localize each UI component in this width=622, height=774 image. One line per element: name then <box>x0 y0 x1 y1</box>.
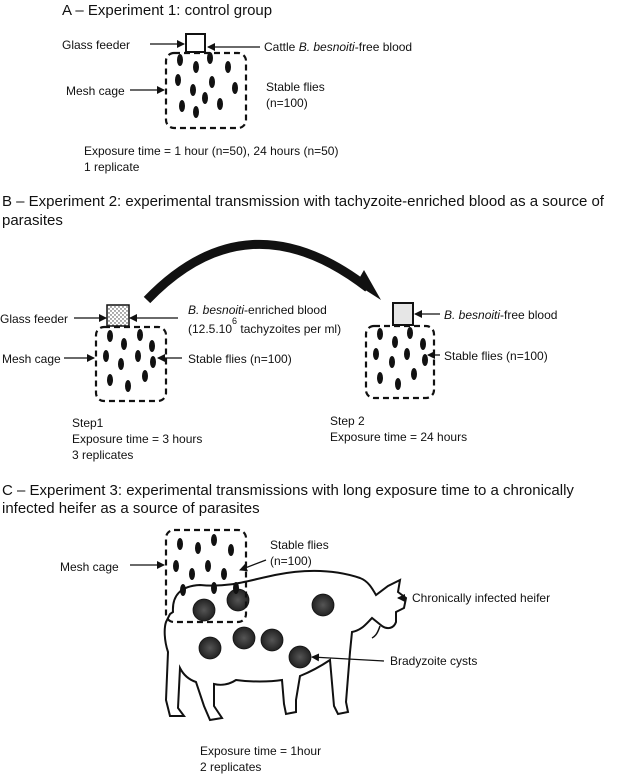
mesh-cage-a <box>164 51 248 130</box>
heifer-outline <box>163 569 408 722</box>
panel-c-heading-1: C – Experiment 3: experimental transmiss… <box>2 482 574 499</box>
stable-flies-count-a: (n=100) <box>266 96 308 110</box>
tachyzoite-concentration: (12.5.106 tachyzoites per ml) <box>188 316 342 337</box>
free-blood-species: B. besnoiti <box>444 308 501 322</box>
glass-feeder-a <box>185 33 206 53</box>
conc-pre: (12.5.10 <box>188 322 233 336</box>
mesh-cage-b2 <box>364 324 436 400</box>
stable-flies-c <box>173 534 239 596</box>
blood-label-a-suffix: -free blood <box>354 40 413 54</box>
step2-exposure: Exposure time = 24 hours <box>330 430 468 444</box>
mesh-cage-c <box>164 528 248 624</box>
transfer-arrow <box>143 239 371 304</box>
stable-flies-b2 <box>373 327 428 390</box>
cysts-label: Bradyzoite cysts <box>390 654 478 668</box>
exposure-c: Exposure time = 1hour <box>200 744 322 758</box>
panel-c-heading-2: infected heifer as a source of parasites <box>2 500 260 517</box>
mesh-cage-b1 <box>94 325 168 403</box>
panel-b-heading-1: B – Experiment 2: experimental transmiss… <box>2 193 604 210</box>
glass-feeder-label-a: Glass feeder <box>62 38 131 52</box>
panel-b-diagram <box>64 239 440 403</box>
heifer-label: Chronically infected heifer <box>412 591 551 605</box>
enriched-blood-species: B. besnoiti <box>188 303 245 317</box>
stable-flies-a <box>175 52 238 118</box>
blood-label-a-prefix: Cattle <box>264 40 299 54</box>
panel-c-diagram <box>130 528 408 722</box>
step1-replicates: 3 replicates <box>72 448 134 462</box>
step1-label: Step1 <box>72 416 104 430</box>
glass-feeder-b-free <box>392 302 414 326</box>
replicates-a: 1 replicate <box>84 160 140 174</box>
blood-label-a-species: B. besnoiti <box>298 40 355 54</box>
panel-b-heading-2: parasites <box>2 212 63 229</box>
stable-flies-label-a: Stable flies <box>266 80 325 94</box>
free-blood-label-b: B. besnoiti-free blood <box>444 308 557 322</box>
panel-a-diagram <box>130 33 260 130</box>
step2-label: Step 2 <box>330 414 365 428</box>
stable-flies-label-b2: Stable flies (n=100) <box>444 349 548 363</box>
step1-exposure: Exposure time = 3 hours <box>72 432 203 446</box>
replicates-c: 2 replicates <box>200 760 262 774</box>
stable-flies-label-c: Stable flies <box>270 538 329 552</box>
free-blood-suffix: -free blood <box>500 308 558 322</box>
conc-exponent: 6 <box>232 316 238 326</box>
mesh-cage-label-b: Mesh cage <box>2 352 61 366</box>
blood-label-a: Cattle B. besnoiti-free blood <box>264 40 412 54</box>
mesh-cage-label-a: Mesh cage <box>66 84 125 98</box>
glass-feeder-label-b: Glass feeder <box>0 312 69 326</box>
stable-flies-label-b1: Stable flies (n=100) <box>188 352 292 366</box>
glass-feeder-b-enriched <box>106 304 130 327</box>
mesh-cage-label-c: Mesh cage <box>60 560 119 574</box>
enriched-blood-label: B. besnoiti-enriched blood <box>188 303 327 317</box>
conc-post: tachyzoites per ml) <box>237 322 342 336</box>
stable-flies-b1 <box>103 329 156 392</box>
panel-a-heading: A – Experiment 1: control group <box>62 2 273 19</box>
enriched-blood-suffix: -enriched blood <box>244 303 327 317</box>
stable-flies-count-c: (n=100) <box>270 554 312 568</box>
bradyzoite-cysts <box>192 588 335 669</box>
exposure-a: Exposure time = 1 hour (n=50), 24 hours … <box>84 144 339 158</box>
